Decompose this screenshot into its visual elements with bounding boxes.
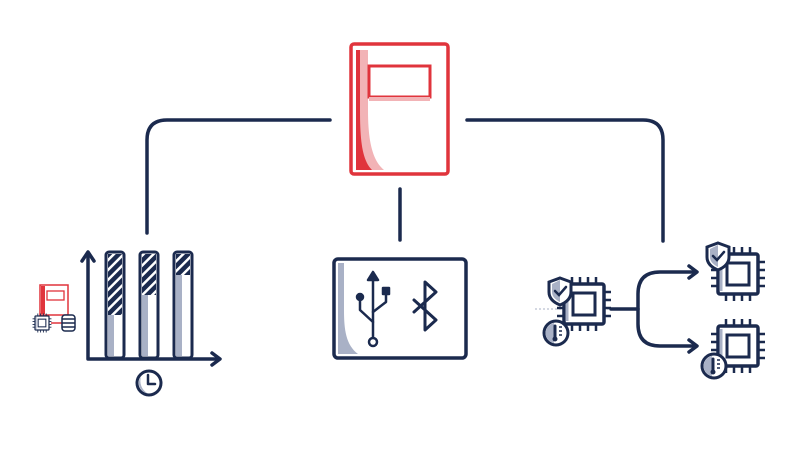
usb-icon <box>355 270 391 348</box>
thermometer-icon <box>700 352 728 380</box>
connectivity-box <box>332 257 468 360</box>
chart-axes <box>86 252 221 361</box>
connector-left <box>145 118 332 235</box>
connector-lines <box>145 118 665 243</box>
database-icon <box>61 314 76 332</box>
shield-check-icon <box>547 276 573 307</box>
clock-icon <box>135 369 163 397</box>
connector-right <box>465 118 665 243</box>
bluetooth-icon <box>412 280 438 332</box>
document-icon <box>349 42 450 176</box>
bar-chart-icon <box>80 250 222 397</box>
bar-3 <box>172 250 194 360</box>
bar-2 <box>138 250 160 360</box>
shield-check-icon <box>705 241 731 272</box>
chip-icon <box>31 312 53 334</box>
device-with-storage-icon <box>31 284 76 334</box>
chip-distribution <box>535 241 767 380</box>
thermometer-icon <box>542 319 570 347</box>
bar-1 <box>104 250 126 360</box>
